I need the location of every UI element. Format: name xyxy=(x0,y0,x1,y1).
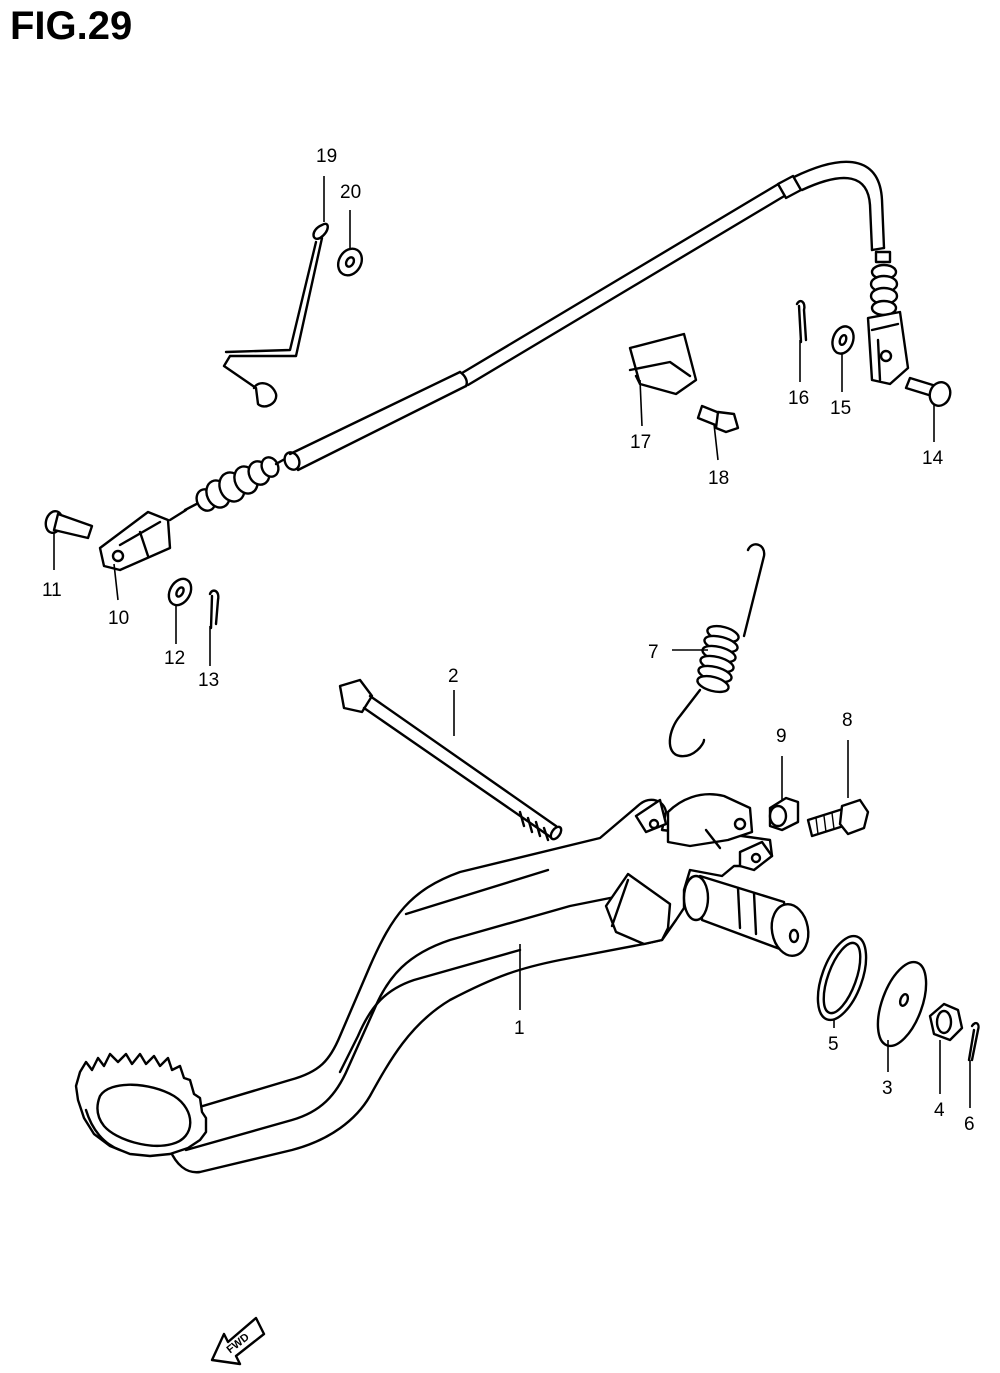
callout-7: 7 xyxy=(648,642,659,663)
callout-11: 11 xyxy=(42,580,62,601)
callout-13: 13 xyxy=(198,670,219,691)
callout-3: 3 xyxy=(882,1078,893,1099)
return-spring-7 xyxy=(668,543,766,758)
bolt-8 xyxy=(806,798,870,838)
leader-lines xyxy=(53,176,971,1108)
callout-2: 2 xyxy=(448,666,459,687)
callout-8: 8 xyxy=(842,710,853,731)
callout-20: 20 xyxy=(340,182,361,203)
washer-12 xyxy=(167,577,193,607)
cotter-pin-16 xyxy=(795,299,808,344)
callout-12: 12 xyxy=(164,648,185,669)
cotter-pin-6 xyxy=(967,1021,980,1062)
callout-15: 15 xyxy=(830,398,851,419)
callout-labels: 19 20 17 18 16 15 14 11 10 12 13 7 2 8 9… xyxy=(42,146,975,1135)
callout-14: 14 xyxy=(922,448,944,469)
washer-3 xyxy=(876,960,928,1048)
cable-clevis-upper xyxy=(866,310,910,386)
bolt-18 xyxy=(696,404,740,434)
clevis-pin-14 xyxy=(904,376,952,407)
brake-pedal-1 xyxy=(74,793,810,1174)
callout-5: 5 xyxy=(828,1034,839,1055)
washer-5 xyxy=(816,934,868,1022)
washer-20 xyxy=(336,247,364,277)
callout-17: 17 xyxy=(630,432,651,453)
clevis-pin-11 xyxy=(44,509,94,540)
cable-boot-upper xyxy=(869,250,899,317)
figure-title: FIG.29 xyxy=(10,4,133,48)
callout-6: 6 xyxy=(964,1114,975,1135)
pedal-pad xyxy=(74,1052,208,1158)
fwd-arrow-icon: FWD xyxy=(210,1316,266,1366)
callout-1: 1 xyxy=(514,1018,525,1039)
cotter-pin-13 xyxy=(208,589,220,630)
pivot-bolt-2 xyxy=(338,678,563,842)
callout-19: 19 xyxy=(316,146,337,167)
cable-clevis-lower xyxy=(98,508,188,572)
callout-16: 16 xyxy=(788,388,809,409)
nut-4 xyxy=(928,1002,964,1042)
washer-15 xyxy=(831,325,855,355)
callout-4: 4 xyxy=(934,1100,945,1121)
brake-cable xyxy=(98,160,910,572)
cable-boot-lower xyxy=(195,451,301,512)
callout-18: 18 xyxy=(708,468,729,489)
spacer-9 xyxy=(768,796,800,832)
cable-guide-wire xyxy=(222,222,329,408)
callout-9: 9 xyxy=(776,726,787,747)
callout-10: 10 xyxy=(108,608,129,629)
cable-clamp-17 xyxy=(628,332,698,396)
